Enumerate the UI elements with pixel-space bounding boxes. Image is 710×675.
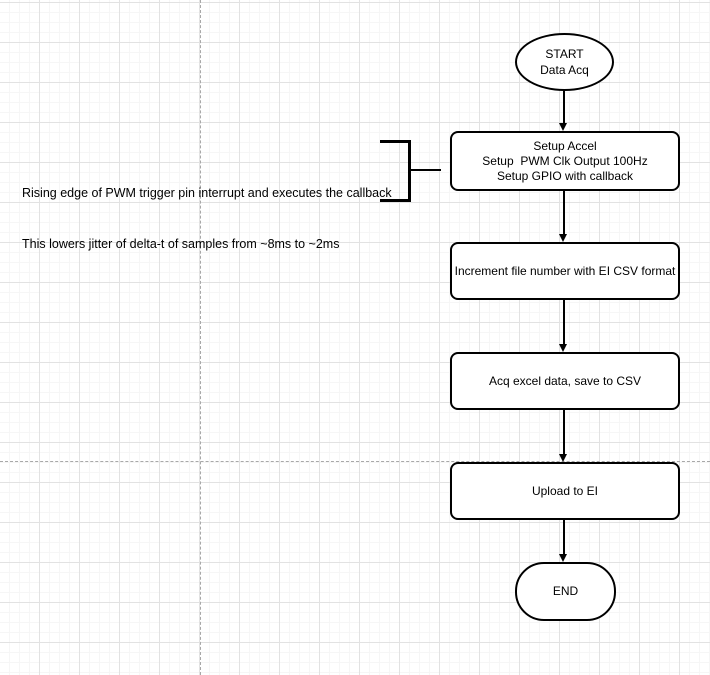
connector-line <box>563 191 565 235</box>
connector-line <box>563 300 565 345</box>
annotation-line-1: Rising edge of PWM trigger pin interrupt… <box>22 186 392 200</box>
process-label-line: Setup GPIO with callback <box>496 168 634 183</box>
annotation-line-2: This lowers jitter of delta-t of samples… <box>22 237 340 251</box>
process-label-line: Acq excel data, save to CSV <box>488 373 642 388</box>
connector-line <box>563 90 565 124</box>
process-label-line: Increment file number with EI CSV format <box>454 263 676 278</box>
process-label-line: Setup PWM Clk Output 100Hz <box>482 153 648 168</box>
annotation-text[interactable]: Rising edge of PWM trigger pin interrupt… <box>22 151 392 287</box>
process-label-line: Upload to EI <box>531 483 599 498</box>
process-box-upload[interactable]: Upload to EI <box>450 462 680 520</box>
end-terminator[interactable]: END <box>515 562 616 621</box>
page-break-vertical-line <box>200 0 201 675</box>
start-terminator[interactable]: START Data Acq <box>515 33 614 91</box>
connector-line <box>563 410 565 455</box>
start-label-line-2: Data Acq <box>540 63 589 77</box>
process-box-increment-file[interactable]: Increment file number with EI CSV format <box>450 242 680 300</box>
arrowhead-icon <box>559 454 567 462</box>
bracket-connector-line <box>411 169 441 171</box>
bracket-vertical-bar <box>408 140 411 202</box>
process-box-setup[interactable]: Setup Accel Setup PWM Clk Output 100Hz S… <box>450 131 680 191</box>
arrowhead-icon <box>559 344 567 352</box>
process-label-line: Setup Accel <box>533 138 597 153</box>
arrowhead-icon <box>559 554 567 562</box>
arrowhead-icon <box>559 123 567 131</box>
arrowhead-icon <box>559 234 567 242</box>
end-label: END <box>552 584 579 598</box>
connector-line <box>563 520 565 555</box>
bracket-bottom-bar <box>380 199 411 202</box>
page-break-horizontal-line <box>0 461 710 462</box>
bracket-top-bar <box>380 140 411 143</box>
process-box-acq-data[interactable]: Acq excel data, save to CSV <box>450 352 680 410</box>
start-label-line-1: START <box>545 47 584 61</box>
